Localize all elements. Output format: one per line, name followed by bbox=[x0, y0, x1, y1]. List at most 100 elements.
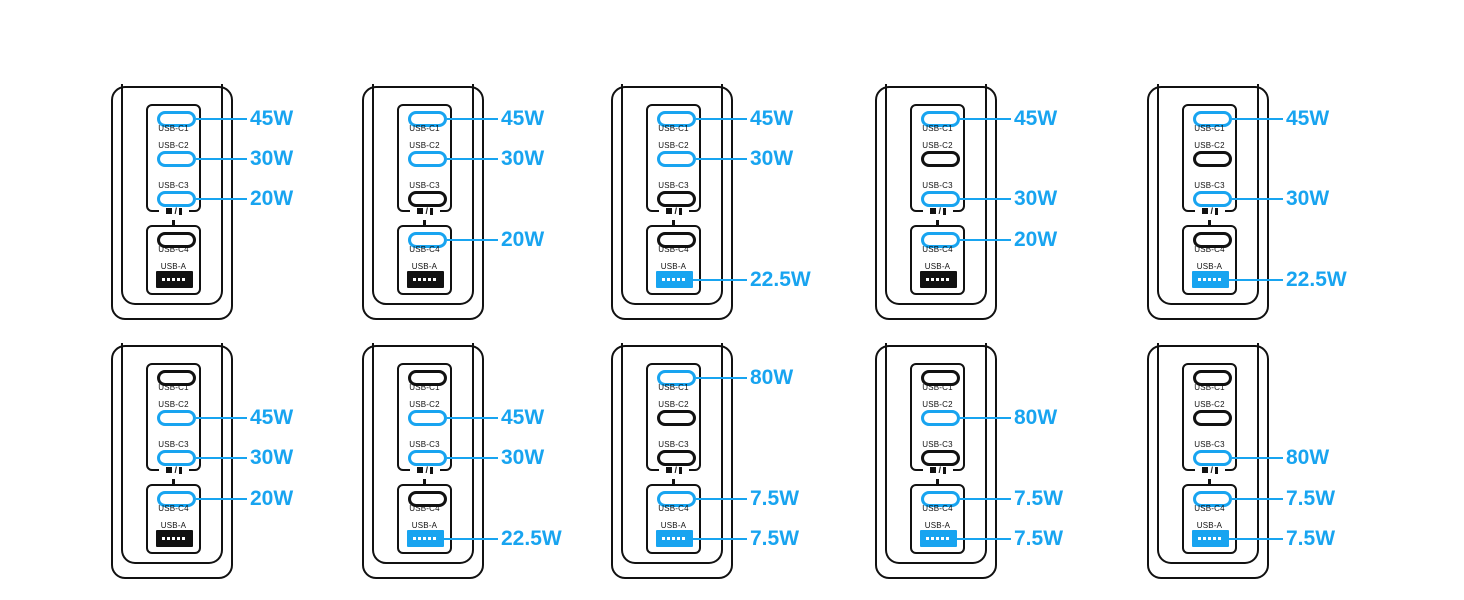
port-label-c3: USB-C3 bbox=[1194, 181, 1225, 190]
port-label-c4: USB-C4 bbox=[658, 245, 689, 254]
panel-divider-tick bbox=[672, 220, 675, 227]
separator-icon: / bbox=[159, 204, 189, 218]
usb-a-port-icon bbox=[156, 530, 193, 547]
port-label-c1: USB-C1 bbox=[409, 383, 440, 392]
port-label-c4: USB-C4 bbox=[658, 504, 689, 513]
port-label-a: USB-A bbox=[160, 262, 187, 271]
port-label-a: USB-A bbox=[924, 262, 951, 271]
separator-icon: / bbox=[1195, 204, 1225, 218]
charger-faceplate bbox=[372, 343, 474, 564]
separator-icon: / bbox=[410, 204, 440, 218]
port-label-c1: USB-C1 bbox=[1194, 124, 1225, 133]
port-label-c1: USB-C1 bbox=[158, 383, 189, 392]
phone-icon bbox=[430, 207, 433, 215]
wattage-leader-line bbox=[1232, 198, 1283, 200]
wattage-leader-line bbox=[957, 538, 1011, 540]
usb-c-port-icon bbox=[657, 491, 696, 507]
port-label-a: USB-A bbox=[1196, 521, 1223, 530]
wattage-leader-line bbox=[960, 239, 1011, 241]
wattage-label-c3: 30W bbox=[501, 446, 545, 469]
phone-icon bbox=[943, 466, 946, 474]
separator-icon: / bbox=[659, 463, 689, 477]
port-label-c2: USB-C2 bbox=[922, 141, 953, 150]
wattage-leader-line bbox=[696, 498, 747, 500]
charger-body bbox=[362, 86, 484, 320]
laptop-icon bbox=[1202, 208, 1209, 214]
wattage-leader-line bbox=[960, 417, 1011, 419]
usb-a-port-icon bbox=[1192, 530, 1229, 547]
usb-a-port-icon bbox=[920, 271, 957, 288]
usb-c-port-icon bbox=[157, 450, 196, 466]
wattage-leader-line bbox=[960, 498, 1011, 500]
separator-icon: / bbox=[410, 463, 440, 477]
usb-c-port-icon bbox=[657, 370, 696, 386]
charger-faceplate bbox=[1157, 84, 1259, 305]
charger-body bbox=[1147, 345, 1269, 579]
panel-divider-tick bbox=[423, 220, 426, 227]
slash: / bbox=[174, 205, 177, 216]
wattage-leader-line bbox=[1232, 457, 1283, 459]
wattage-label-c1: 80W bbox=[750, 366, 794, 389]
usb-c-port-icon bbox=[157, 370, 196, 386]
port-label-c3: USB-C3 bbox=[158, 181, 189, 190]
usb-c-port-icon bbox=[1193, 191, 1232, 207]
usb-c-port-icon bbox=[921, 191, 960, 207]
wattage-leader-line bbox=[447, 158, 498, 160]
panel-divider-tick bbox=[936, 220, 939, 227]
wattage-leader-line bbox=[696, 158, 747, 160]
wattage-label-c4: 7.5W bbox=[1286, 487, 1336, 510]
port-label-c3: USB-C3 bbox=[922, 440, 953, 449]
usb-c-port-icon bbox=[408, 151, 447, 167]
panel-divider-tick bbox=[1208, 220, 1211, 227]
usb-a-port-icon bbox=[407, 271, 444, 288]
port-label-c1: USB-C1 bbox=[922, 124, 953, 133]
port-label-c2: USB-C2 bbox=[409, 400, 440, 409]
charger-faceplate bbox=[621, 343, 723, 564]
charger-faceplate bbox=[121, 343, 223, 564]
phone-icon bbox=[679, 466, 682, 474]
usb-c-port-icon bbox=[408, 450, 447, 466]
port-label-c2: USB-C2 bbox=[158, 400, 189, 409]
charger-body bbox=[362, 345, 484, 579]
port-label-c4: USB-C4 bbox=[1194, 245, 1225, 254]
wattage-leader-line bbox=[696, 377, 747, 379]
wattage-label-a: 22.5W bbox=[501, 527, 562, 550]
wattage-label-c2: 45W bbox=[250, 406, 294, 429]
usb-c-port-icon bbox=[921, 111, 960, 127]
usb-c-port-icon bbox=[408, 232, 447, 248]
port-label-c2: USB-C2 bbox=[158, 141, 189, 150]
charger-body bbox=[111, 345, 233, 579]
phone-icon bbox=[943, 207, 946, 215]
wattage-leader-line bbox=[196, 158, 247, 160]
wattage-label-c1: 45W bbox=[1286, 107, 1330, 130]
port-label-c4: USB-C4 bbox=[922, 504, 953, 513]
wattage-leader-line bbox=[960, 118, 1011, 120]
wattage-label-c2: 30W bbox=[250, 147, 294, 170]
wattage-label-c3: 20W bbox=[250, 187, 294, 210]
slash: / bbox=[425, 464, 428, 475]
usb-c-port-icon bbox=[1193, 450, 1232, 466]
port-label-c2: USB-C2 bbox=[409, 141, 440, 150]
wattage-leader-line bbox=[696, 118, 747, 120]
port-label-c1: USB-C1 bbox=[658, 383, 689, 392]
usb-c-port-icon bbox=[657, 410, 696, 426]
usb-c-port-icon bbox=[157, 151, 196, 167]
charger-body bbox=[611, 86, 733, 320]
wattage-leader-line bbox=[196, 118, 247, 120]
port-label-c3: USB-C3 bbox=[658, 440, 689, 449]
panel-divider-tick bbox=[172, 220, 175, 227]
wattage-label-c2: 45W bbox=[501, 406, 545, 429]
phone-icon bbox=[679, 207, 682, 215]
usb-c-port-icon bbox=[157, 232, 196, 248]
wattage-leader-line bbox=[196, 498, 247, 500]
port-label-c3: USB-C3 bbox=[158, 440, 189, 449]
port-label-c1: USB-C1 bbox=[658, 124, 689, 133]
wattage-label-c1: 45W bbox=[250, 107, 294, 130]
usb-c-port-icon bbox=[1193, 151, 1232, 167]
